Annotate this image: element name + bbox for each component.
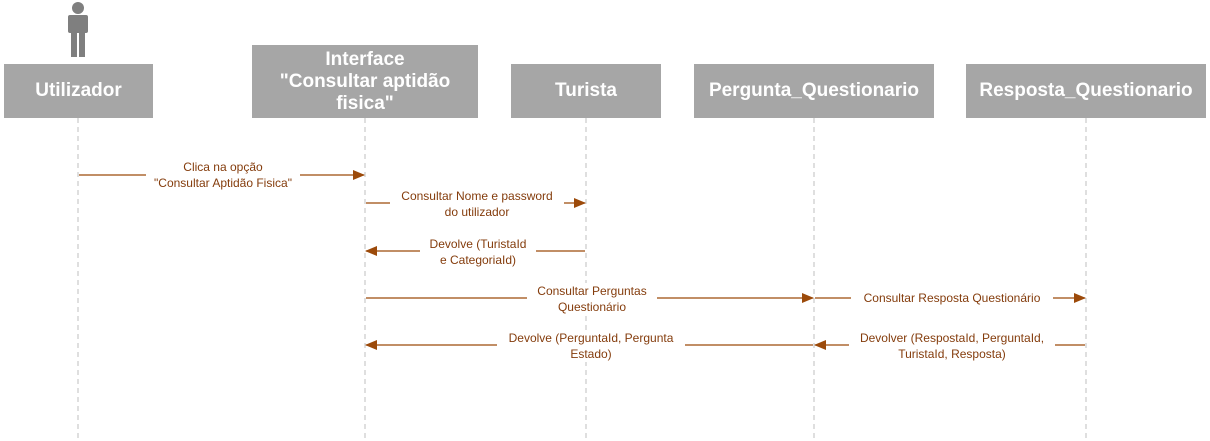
message-m6-line2: Estado) [570,347,612,361]
message-m1-line2: "Consultar Aptidão Fisica" [154,176,292,190]
message-m2-label: Consultar Nome e password do utilizador [390,188,564,220]
participant-turista: Turista [511,64,661,118]
participant-resposta-label: Resposta_Questionario [979,80,1193,101]
participant-pergunta-label: Pergunta_Questionario [708,80,920,101]
message-m5-label: Consultar Resposta Questionário [851,290,1053,306]
message-m2-line1: Consultar Nome e password [401,189,553,203]
message-m1-line1: Clica na opção [183,160,263,174]
message-m5-line1: Consultar Resposta Questionário [863,291,1041,305]
message-m2-line2: do utilizador [444,205,510,219]
message-m3-label: Devolve (TuristaId e CategoriaId) [420,236,536,268]
participant-turista-label: Turista [555,80,617,101]
message-m7-line2: TuristaId, Resposta) [898,347,1006,361]
message-m3-line1: Devolve (TuristaId [429,237,527,251]
message-m6-line1: Devolve (PerguntaId, Pergunta [508,331,674,345]
participant-utilizador-label: Utilizador [35,80,122,101]
message-m4-label: Consultar Perguntas Questionário [527,283,657,315]
participant-interface: Interface "Consultar aptidão fisica" [252,45,478,118]
participant-pergunta: Pergunta_Questionario [694,64,934,118]
participant-interface-line2: "Consultar aptidão [279,70,451,92]
participant-interface-line1: Interface [325,48,405,70]
message-m4-line2: Questionário [557,300,627,314]
participant-utilizador: Utilizador [4,64,153,118]
person-icon [68,2,88,57]
message-m1-label: Clica na opção "Consultar Aptidão Fisica… [146,159,300,191]
message-m7-line1: Devolver (RespostaId, PerguntaId, [859,331,1045,345]
message-m6-label: Devolve (PerguntaId, Pergunta Estado) [497,330,685,362]
message-m4-line1: Consultar Perguntas [537,284,647,298]
message-m3-line2: e CategoriaId) [439,253,517,267]
participant-interface-line3: fisica" [336,92,394,114]
participant-resposta: Resposta_Questionario [966,64,1206,118]
message-m7-label: Devolver (RespostaId, PerguntaId, Turist… [849,330,1055,362]
